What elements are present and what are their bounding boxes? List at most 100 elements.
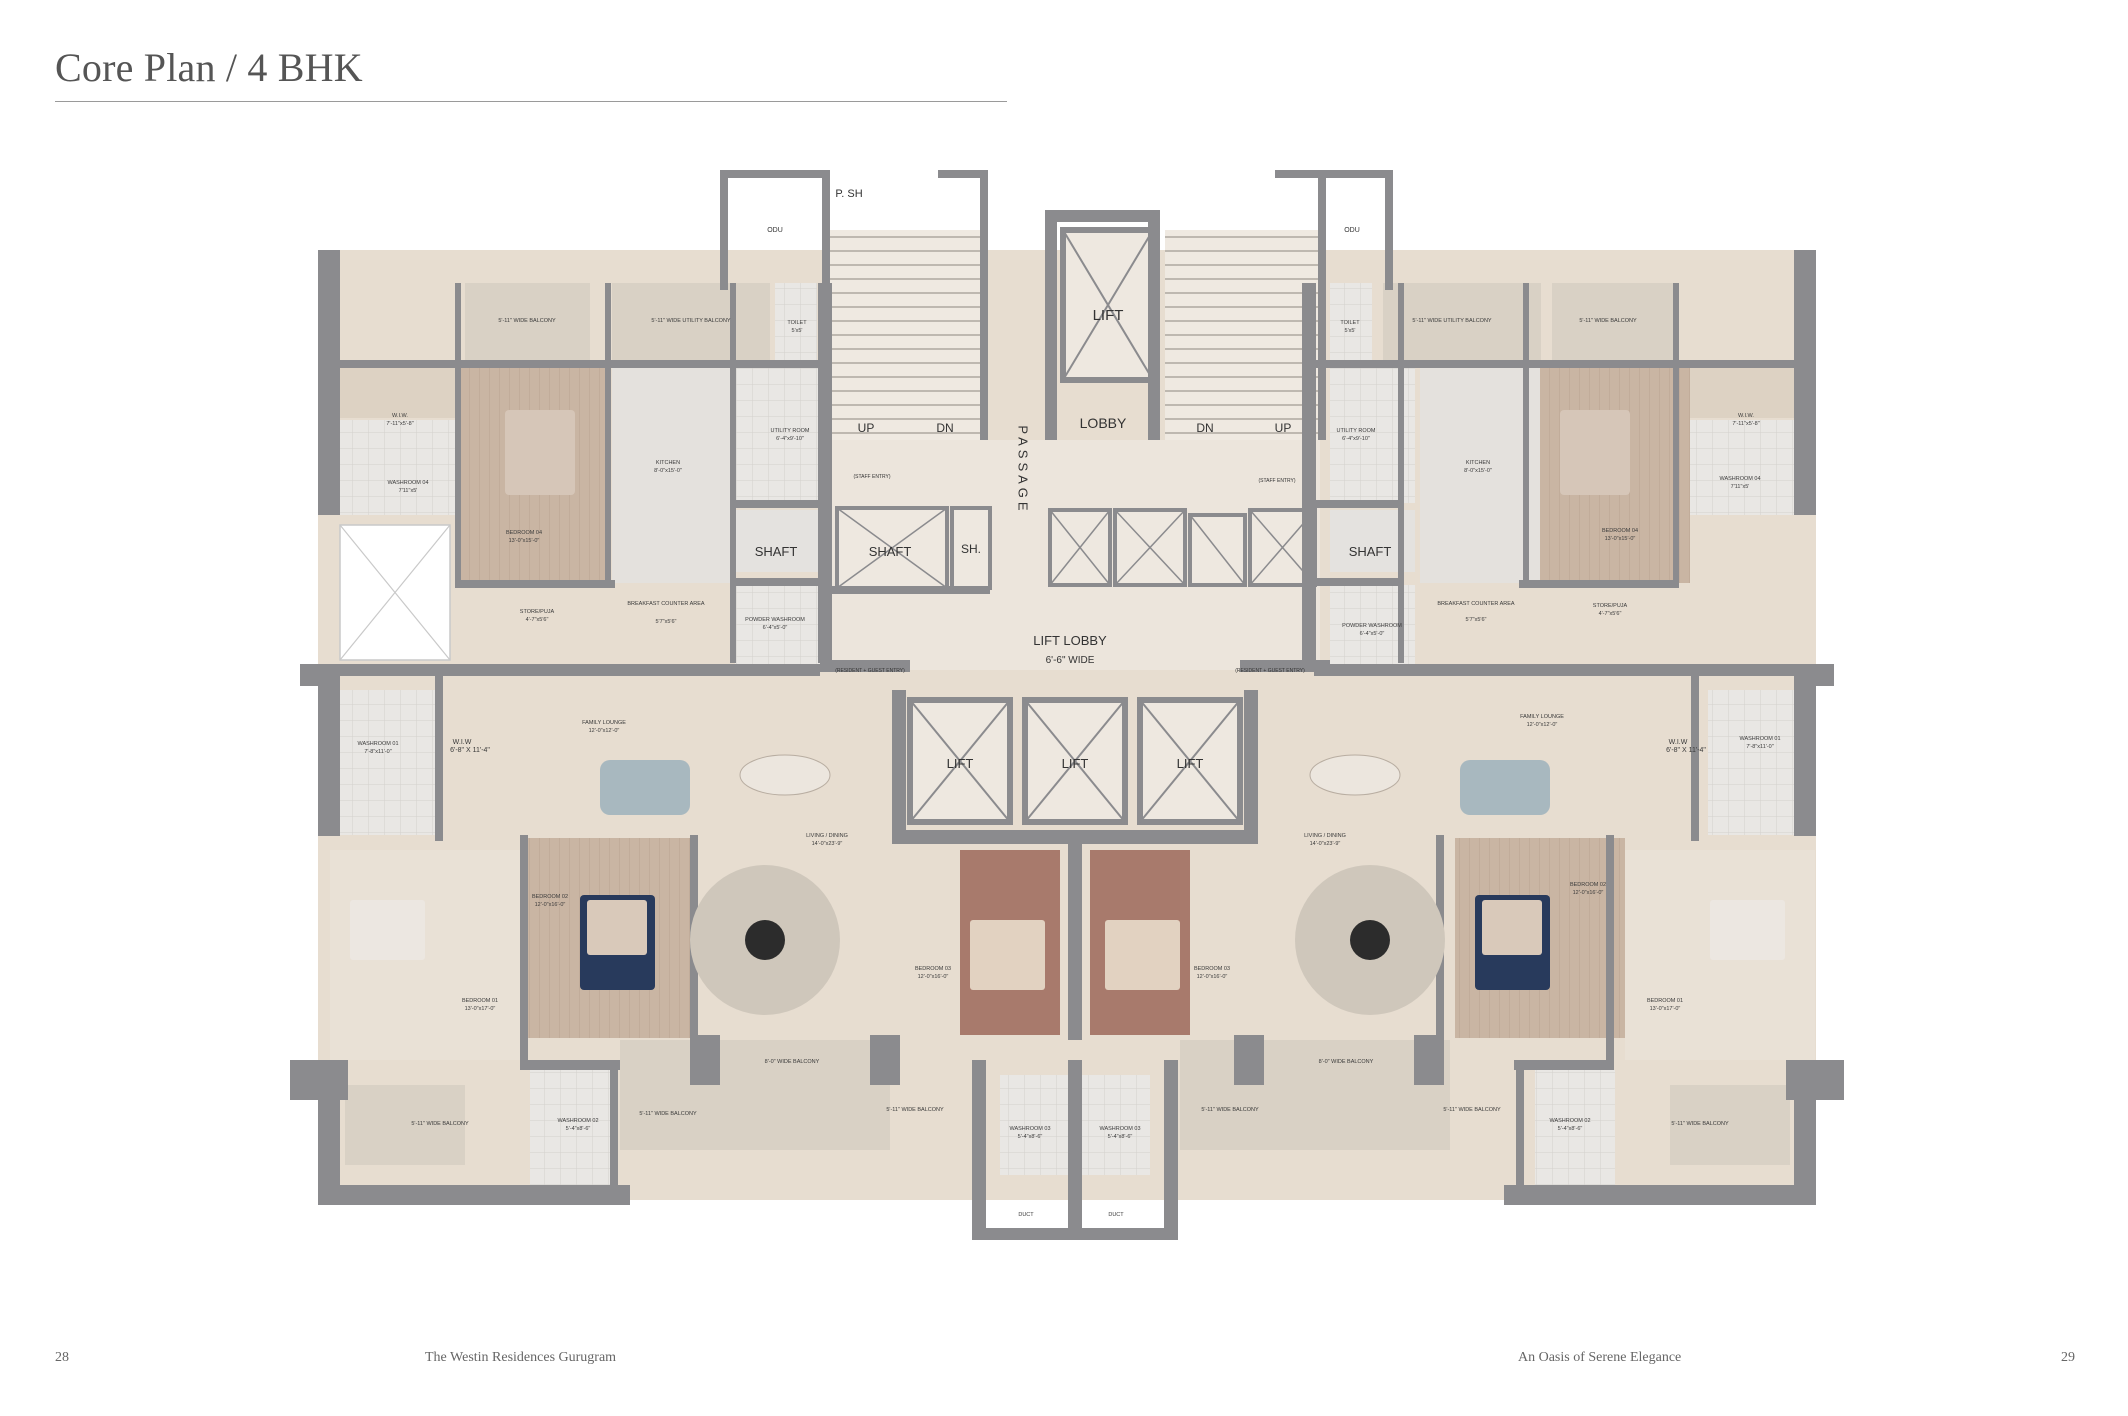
washroom-03-left: WASHROOM 03: [1009, 1126, 1050, 1132]
breakfast-left: BREAKFAST COUNTER AREA: [627, 601, 705, 607]
wlw-dim-left: 6'-8" X 11'-4": [450, 747, 490, 754]
lift-label-3: LIFT: [1177, 756, 1204, 771]
washroom-03-dim-left: 5'-4"x8'-6": [1018, 1134, 1043, 1140]
store-right: STORE/PUJA: [1593, 603, 1628, 609]
powder-dim-right: 6'-4"x5'-0": [1360, 631, 1385, 637]
washroom-01-dim-left: 7'-8"x11'-0": [364, 749, 391, 755]
washroom-01-left: WASHROOM 01: [357, 741, 398, 747]
washroom-04-dim-left: 7'11"x5': [399, 488, 418, 494]
family-lounge-dim-right: 12'-0"x12'-0": [1527, 722, 1558, 728]
balcony-bottom-right-a: 5'-11" WIDE BALCONY: [1201, 1107, 1259, 1113]
bedroom-04-dim-left: 13'-0"x15'-0": [509, 538, 540, 544]
toilet-right: TOILET: [1340, 320, 1360, 326]
title-rule: [55, 101, 1007, 102]
family-lounge-left: FAMILY LOUNGE: [582, 720, 626, 726]
balcony-corner-right: 5'-11" WIDE BALCONY: [1671, 1121, 1729, 1127]
balcony-bottom-left-b: 5'-11" WIDE BALCONY: [886, 1107, 944, 1113]
bedroom-03-left: BEDROOM 03: [915, 966, 951, 972]
powder-left: POWDER WASHROOM: [745, 617, 805, 623]
bedroom-04-left: BEDROOM 04: [506, 530, 542, 536]
lift-lobby-width: 6'-6" WIDE: [1046, 655, 1095, 666]
bedroom-01-left: BEDROOM 01: [462, 998, 498, 1004]
balcony-top-left: 5'-11" WIDE BALCONY: [498, 318, 556, 324]
wic-left: W.I.W.: [392, 413, 408, 419]
balcony-corner-left: 5'-11" WIDE BALCONY: [411, 1121, 469, 1127]
bedroom-02-dim-left: 12'-0"x16'-0": [535, 902, 566, 908]
bedroom-01-dim-right: 13'-0"x17'-0": [1650, 1006, 1681, 1012]
washroom-04-left: WASHROOM 04: [387, 480, 428, 486]
duct-right: DUCT: [1108, 1212, 1124, 1218]
utility-room-right: UTILITY ROOM: [1336, 428, 1375, 434]
kitchen-left: KITCHEN: [656, 460, 680, 466]
washroom-04-dim-right: 7'11"x5': [1731, 484, 1750, 490]
toilet-dim-left: 5'x5': [792, 328, 803, 334]
powder-dim-left: 6'-4"x5'-0": [763, 625, 788, 631]
wlw-dim-right: 6'-8" X 11'-4": [1666, 747, 1706, 754]
family-lounge-right: FAMILY LOUNGE: [1520, 714, 1564, 720]
bedroom-04-dim-right: 13'-0"x15'-0": [1605, 536, 1636, 542]
page-title: Core Plan / 4 BHK: [55, 45, 363, 90]
balcony-8-right: 8'-0" WIDE BALCONY: [1319, 1059, 1374, 1065]
washroom-02-dim-right: 5'-4"x8'-6": [1558, 1126, 1583, 1132]
dn-label-right: DN: [1196, 421, 1213, 435]
balcony-top-right: 5'-11" WIDE BALCONY: [1579, 318, 1637, 324]
washroom-03-dim-right: 5'-4"x8'-6": [1108, 1134, 1133, 1140]
shaft-label-right: SHAFT: [1349, 544, 1392, 559]
passage-label: PASSAGE: [1016, 425, 1031, 514]
bedroom-03-dim-right: 12'-0"x16'-0": [1197, 974, 1228, 980]
balcony-bottom-right-b: 5'-11" WIDE BALCONY: [1443, 1107, 1501, 1113]
resident-entry-left: (RESIDENT + GUEST ENTRY): [835, 668, 905, 674]
washroom-01-dim-right: 7'-8"x11'-0": [1746, 744, 1773, 750]
wlw-left: W.I.W: [453, 739, 472, 746]
washroom-02-right: WASHROOM 02: [1549, 1118, 1590, 1124]
wic-right: W.I.W.: [1738, 413, 1754, 419]
toilet-left: TOILET: [787, 320, 807, 326]
sh-label: SH.: [961, 542, 981, 556]
dn-label-left: DN: [936, 421, 953, 435]
footer-caption-right: An Oasis of Serene Elegance: [1518, 1350, 1682, 1365]
odu-label-left: ODU: [767, 227, 783, 234]
lightwell-left: [339, 524, 451, 661]
kitchen-right: KITCHEN: [1466, 460, 1490, 466]
staff-entry-left: (STAFF ENTRY): [853, 474, 890, 480]
lift-lobby-label: LIFT LOBBY: [1033, 633, 1107, 648]
washroom-01-right: WASHROOM 01: [1739, 736, 1780, 742]
living-left: LIVING / DINING: [806, 833, 848, 839]
wlw-right: W.I.W: [1669, 739, 1688, 746]
shaft-label-left: SHAFT: [755, 544, 798, 559]
living-dim-right: 14'-0"x23'-9": [1310, 841, 1341, 847]
bedroom-02-left: BEDROOM 02: [532, 894, 568, 900]
kitchen-dim-left: 8'-0"x15'-0": [654, 468, 682, 474]
powder-right: POWDER WASHROOM: [1342, 623, 1402, 629]
kitchen-dim-right: 8'-0"x15'-0": [1464, 468, 1492, 474]
utility-balcony-right: 5'-11" WIDE UTILITY BALCONY: [1412, 318, 1492, 324]
washroom-02-left: WASHROOM 02: [557, 1118, 598, 1124]
lobby-label: LOBBY: [1080, 415, 1127, 431]
wic-dim-right: 7'-11"x5'-8": [1732, 421, 1759, 427]
bedroom-03-dim-left: 12'-0"x16'-0": [918, 974, 949, 980]
store-dim-right: 4'-7"x5'6": [1599, 611, 1622, 617]
living-dim-left: 14'-0"x23'-9": [812, 841, 843, 847]
breakfast-dim-right: 5'7"x5'6": [1466, 617, 1487, 623]
bedroom-03-right: BEDROOM 03: [1194, 966, 1230, 972]
page-number-right: 29: [2061, 1350, 2075, 1365]
up-label-right: UP: [1275, 421, 1292, 435]
family-lounge-dim-left: 12'-0"x12'-0": [589, 728, 620, 734]
wic-dim-left: 7'-11"x5'-8": [386, 421, 413, 427]
utility-room-left: UTILITY ROOM: [770, 428, 809, 434]
staff-entry-right: (STAFF ENTRY): [1258, 478, 1295, 484]
utility-dim-right: 6'-4"x9'-10": [1342, 436, 1370, 442]
utility-balcony-left: 5'-11" WIDE UTILITY BALCONY: [651, 318, 731, 324]
odu-label-right: ODU: [1344, 227, 1360, 234]
up-label-left: UP: [858, 421, 875, 435]
duct-left: DUCT: [1018, 1212, 1034, 1218]
lift-label-2: LIFT: [1062, 756, 1089, 771]
toilet-dim-right: 5'x5': [1345, 328, 1356, 334]
balcony-bottom-left-a: 5'-11" WIDE BALCONY: [639, 1111, 697, 1117]
washroom-03-right: WASHROOM 03: [1099, 1126, 1140, 1132]
living-right: LIVING / DINING: [1304, 833, 1346, 839]
shaft-label-core-left: SHAFT: [869, 544, 912, 559]
resident-entry-right: (RESIDENT + GUEST ENTRY): [1235, 668, 1305, 674]
